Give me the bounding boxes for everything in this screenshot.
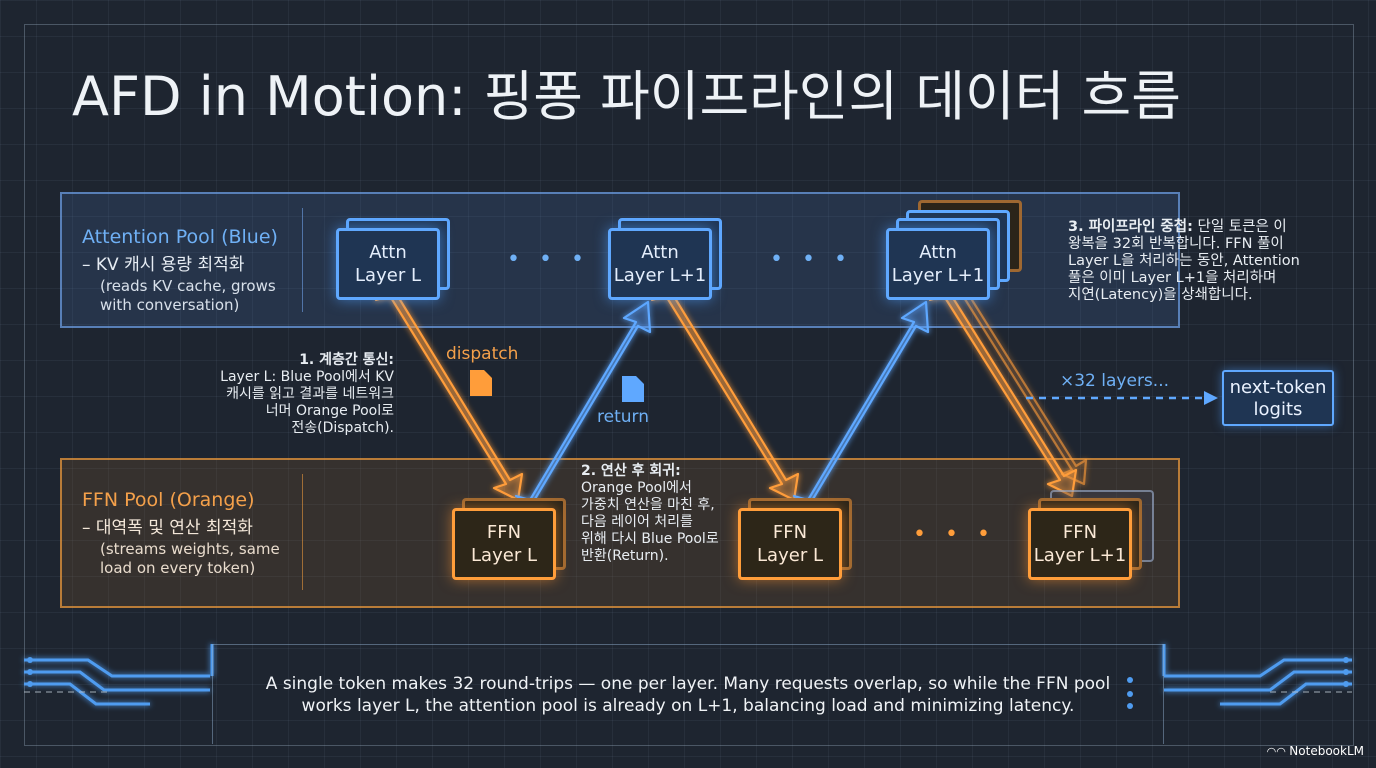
dispatch-arrow-3 [928, 288, 1078, 498]
attn-card-2-layer: Layer L+1 [613, 265, 707, 286]
note-2-line-3: 다음 레이어 처리를 [581, 514, 693, 530]
ffn-pool-label: FFN Pool (Orange) – 대역폭 및 연산 최적화 (stream… [82, 489, 280, 578]
attn-ellipsis-1: • • • [507, 247, 590, 272]
ffn-pool-sub: – 대역폭 및 연산 최적화 [82, 518, 253, 538]
note-2-line-4: 위해 다시 Blue Pool로 [581, 531, 719, 547]
note-2-line-5: 반환(Return). [581, 548, 669, 564]
attn-card-2-title: Attn [641, 242, 679, 263]
ffn-card-2-title: FFN [772, 522, 808, 543]
return-arrow-2 [792, 300, 930, 506]
note-2-heading: 2. 연산 후 회귀: [581, 463, 681, 479]
attention-pool-note-1: (reads KV cache, grows [100, 277, 276, 295]
note-inter-layer: 1. 계층간 통신: Layer L: Blue Pool에서 KV 캐시를 읽… [220, 352, 394, 437]
dispatch-arrow-1 [374, 288, 524, 502]
ffn-card-1-layer: Layer L [471, 545, 537, 566]
ffn-pool-note-1: (streams weights, same [100, 540, 280, 558]
ffn-card-2-layer: Layer L [757, 545, 823, 566]
note-1-line-3: 너머 Orange Pool로 [265, 403, 394, 419]
note-3-line-4: 풀은 이미 Layer L+1을 처리하며 [1068, 270, 1277, 286]
attn-ellipsis-2: • • • [770, 247, 853, 272]
return-label: return [597, 407, 649, 427]
ffn-pool-name: FFN Pool (Orange) [82, 489, 255, 511]
circuit-traces-right [1162, 644, 1352, 706]
ffn-pool-divider [302, 474, 303, 590]
ffn-card-3-title: FFN [1062, 522, 1098, 543]
circuit-traces-left [24, 644, 214, 706]
note-1-line-2: 캐시를 읽고 결과를 네트워크 [226, 386, 394, 402]
note-return: 2. 연산 후 회귀: Orange Pool에서 가중치 연산을 마친 후, … [581, 463, 719, 565]
attention-pool-divider [302, 208, 303, 312]
next-token-line-2: logits [1253, 399, 1303, 420]
attention-pool-name: Attention Pool (Blue) [82, 226, 278, 248]
layers-label: ×32 layers... [1060, 371, 1169, 391]
ffn-ellipsis: • • • [913, 522, 996, 547]
note-3-heading: 3. 파이프라인 중첩: [1068, 219, 1193, 235]
footer-line-2: works layer L, the attention pool is alr… [301, 696, 1075, 716]
attn-card-3-title: Attn [919, 242, 957, 263]
footer-caption: A single token makes 32 round-trips — on… [240, 673, 1136, 717]
note-1-line-1: Layer L: Blue Pool에서 KV [220, 369, 394, 385]
return-arrow-1 [514, 300, 652, 506]
note-3-line-5: 지연(Latency)을 상쇄합니다. [1068, 287, 1253, 303]
notebooklm-logo-icon: ◠◠ [1266, 745, 1290, 758]
next-token-line-1: next-token [1229, 377, 1327, 398]
return-document-icon [622, 376, 644, 402]
next-token-logits-box: next-token logits [1222, 370, 1334, 426]
note-3-line-3: Layer L을 처리하는 동안, Attention [1068, 253, 1300, 269]
dispatch-document-icon [470, 370, 492, 396]
attention-pool-note-2: with conversation) [100, 296, 240, 314]
attn-card-1-title: Attn [369, 242, 407, 263]
ffn-card-1-title: FFN [486, 522, 522, 543]
attn-card-3-layer: Layer L+1 [891, 265, 985, 286]
attention-pool-label: Attention Pool (Blue) – KV 캐시 용량 최적화 (re… [82, 226, 278, 315]
attention-pool-sub: – KV 캐시 용량 최적화 [82, 255, 245, 275]
footer-frame [212, 644, 1164, 744]
footer-line-1: A single token makes 32 round-trips — on… [265, 674, 1111, 694]
dispatch-arrow-3b [944, 282, 1088, 486]
note-2-line-1: Orange Pool에서 [581, 480, 692, 496]
note-1-line-4: 전송(Dispatch). [291, 420, 394, 436]
return-arrows [514, 300, 930, 506]
ffn-card-3-layer: Layer L+1 [1033, 545, 1127, 566]
note-1-heading: 1. 계층간 통신: [299, 352, 394, 368]
ffn-pool-note-2: load on every token) [100, 559, 256, 577]
notebooklm-watermark: ◠◠ NotebookLM [1267, 744, 1364, 758]
page-title: AFD in Motion: 핑퐁 파이프라인의 데이터 흐름 [72, 65, 1181, 128]
note-pipeline-overlap: 3. 파이프라인 중첩: 단일 토큰은 이 왕복을 32회 반복합니다. FFN… [1068, 219, 1300, 304]
note-2-line-2: 가중치 연산을 마친 후, [581, 497, 715, 513]
notebooklm-brand-text: NotebookLM [1289, 744, 1364, 758]
note-3-line-1: 단일 토큰은 이 [1192, 219, 1287, 235]
attn-card-1-layer: Layer L [355, 265, 421, 286]
ffn-pool-band [60, 458, 1180, 608]
dispatch-label: dispatch [446, 344, 519, 364]
note-3-line-2: 왕복을 32회 반복합니다. FFN 풀이 [1068, 236, 1284, 252]
outer-frame [24, 24, 1354, 746]
